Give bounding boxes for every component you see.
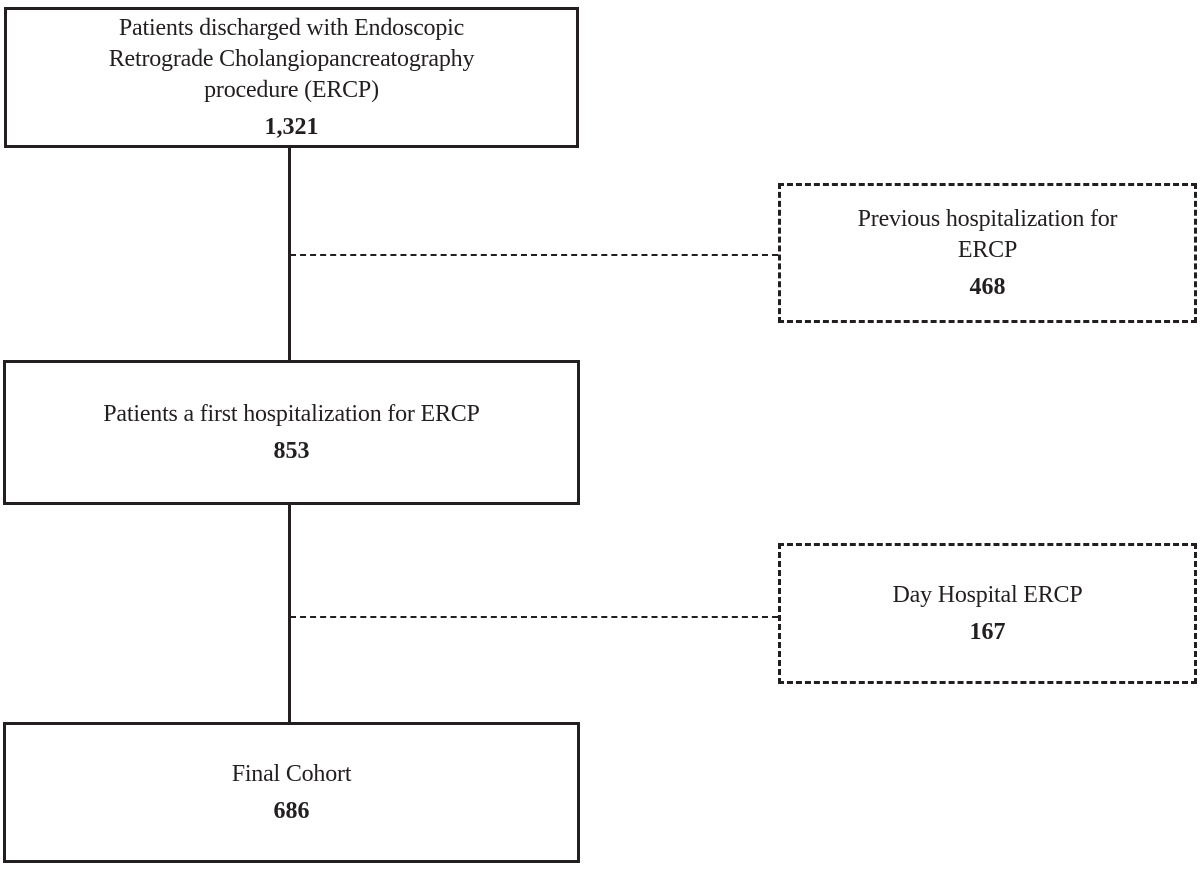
node-day-hospital-count: 167	[969, 618, 1006, 645]
node-previous-hospitalization-label: Previous hospitalization for ERCP	[857, 205, 1118, 263]
node-first-hospitalization-label: Patients a first hospitalization for ERC…	[103, 400, 480, 427]
node-previous-hospitalization-count: 468	[969, 273, 1006, 300]
node-first-hospitalization: Patients a first hospitalization for ERC…	[3, 360, 580, 505]
connector-dashed-day-hospital	[290, 616, 778, 618]
node-final-cohort-count: 686	[273, 797, 310, 824]
node-day-hospital-label: Day Hospital ERCP	[892, 581, 1083, 608]
connector-vertical-bottom	[288, 505, 291, 722]
node-day-hospital: Day Hospital ERCP 167	[778, 543, 1197, 684]
node-discharged-patients: Patients discharged with Endoscopic Retr…	[4, 7, 579, 148]
node-final-cohort-label: Final Cohort	[231, 760, 352, 787]
connector-vertical-top	[288, 148, 291, 360]
node-previous-hospitalization: Previous hospitalization for ERCP 468	[778, 183, 1197, 323]
node-discharged-label: Patients discharged with Endoscopic Retr…	[108, 14, 475, 103]
node-first-hospitalization-count: 853	[273, 437, 310, 464]
node-discharged-count: 1,321	[264, 113, 319, 140]
connector-dashed-previous-hospitalization	[290, 254, 778, 256]
node-final-cohort: Final Cohort 686	[3, 722, 580, 863]
